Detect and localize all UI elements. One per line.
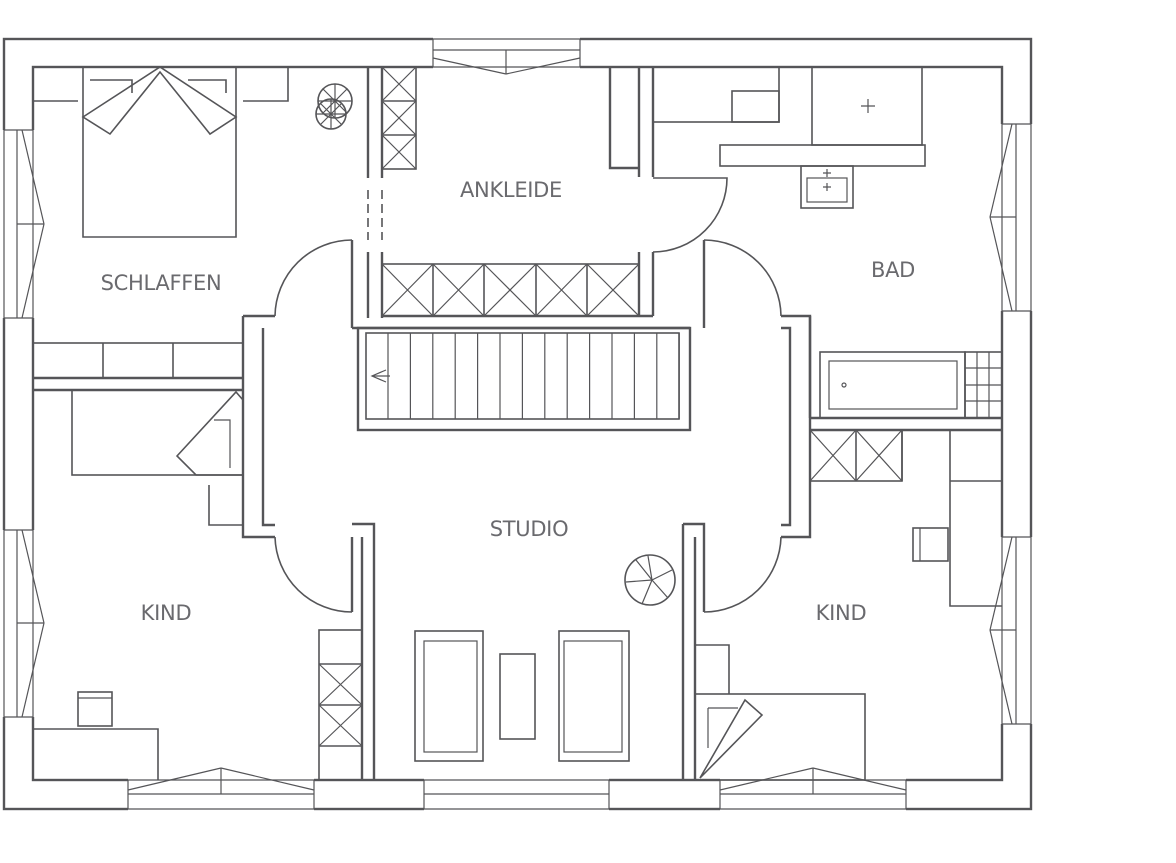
kind-left-furniture xyxy=(33,389,363,781)
door-kind-right xyxy=(703,536,782,613)
sofa-right xyxy=(558,630,630,762)
window-right-kind xyxy=(989,536,1034,725)
bed xyxy=(82,67,237,238)
bed-blanket xyxy=(175,390,244,476)
kind-right-furniture xyxy=(694,429,1002,781)
desk xyxy=(33,728,159,780)
bed xyxy=(71,389,244,476)
bed-blanket xyxy=(81,66,238,136)
window-bottom-studio xyxy=(423,777,610,812)
bad-fixtures xyxy=(652,66,1003,419)
bed-blanket xyxy=(699,698,764,779)
sink xyxy=(800,165,854,209)
room-label-schlafen: SCHLAFFEN xyxy=(101,271,222,295)
bed xyxy=(694,693,866,781)
room-label-kind-right: KIND xyxy=(816,601,867,625)
ankleide-furniture xyxy=(381,66,640,317)
staircase xyxy=(356,326,692,432)
chair xyxy=(77,691,113,727)
faucet-icon xyxy=(823,169,831,191)
toilet xyxy=(731,90,780,123)
wardrobe-kind-right xyxy=(809,429,903,482)
tile-grid xyxy=(964,351,1003,419)
cabinet-horizontal xyxy=(381,263,640,317)
room-label-ankleide: ANKLEIDE xyxy=(460,178,562,202)
doors xyxy=(274,177,782,613)
chair xyxy=(912,527,949,562)
sofa-left xyxy=(414,630,484,762)
plant-icon xyxy=(315,98,347,130)
room-label-studio: STUDIO xyxy=(490,517,569,541)
door-ankleide-bad xyxy=(652,177,728,253)
window-right-bad xyxy=(989,123,1034,312)
door-schlafen xyxy=(274,239,353,317)
studio-furniture xyxy=(414,554,676,762)
room-label-kind-left: KIND xyxy=(141,601,192,625)
wardrobe-kind-left xyxy=(318,629,363,781)
door-kind-left xyxy=(274,536,353,613)
window-left-schlafen xyxy=(1,129,45,319)
interior-walls xyxy=(33,67,1002,780)
window-left-kind xyxy=(1,529,45,718)
door-bad xyxy=(703,239,782,317)
cabinet-vertical xyxy=(381,66,417,170)
coffee-table xyxy=(499,653,536,740)
room-label-bad: BAD xyxy=(871,258,915,282)
plant-icon xyxy=(624,554,676,606)
bed-pillows xyxy=(90,79,227,93)
exterior-walls xyxy=(2,37,1033,811)
schlafen-furniture xyxy=(32,66,353,379)
drain-icon xyxy=(861,99,875,113)
desk xyxy=(901,430,1002,607)
window-bottom-kind-right xyxy=(719,767,907,812)
window-top-ankleide xyxy=(432,36,581,75)
windows xyxy=(1,36,1034,812)
window-bottom-kind-left xyxy=(127,767,315,812)
wardrobe-schlafen xyxy=(32,342,244,379)
room-labels: SCHLAFFEN ANKLEIDE BAD STUDIO KIND KIND xyxy=(101,178,916,625)
